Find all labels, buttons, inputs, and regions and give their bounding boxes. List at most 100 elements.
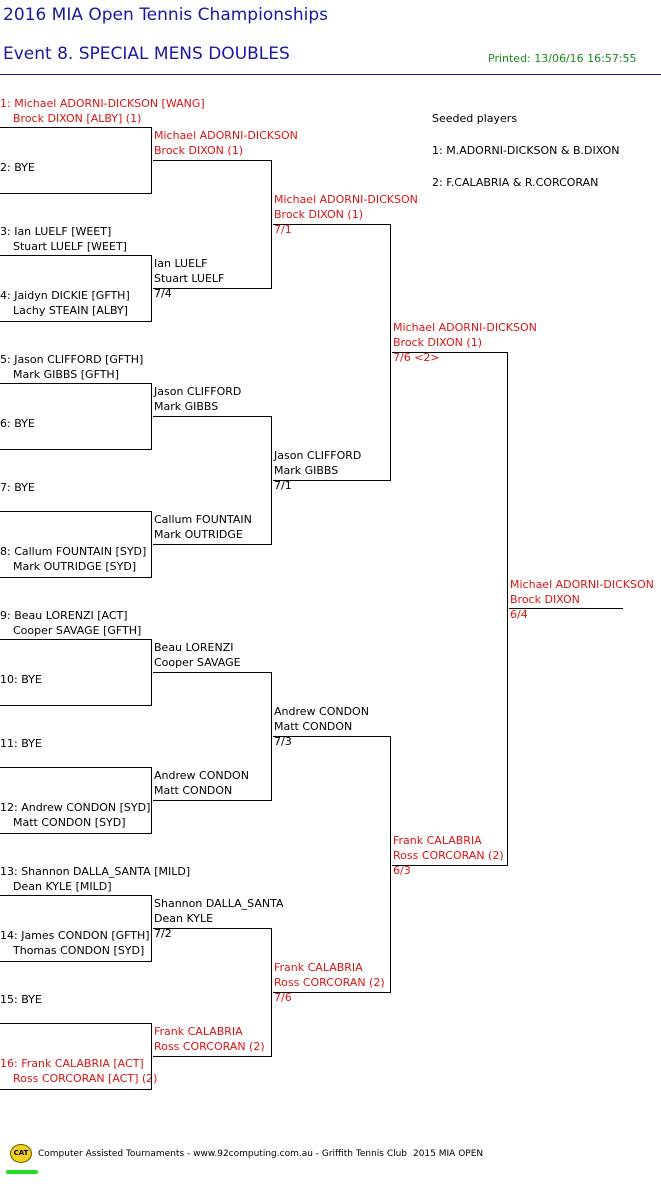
round2-line xyxy=(153,1056,272,1057)
qf-entry-partner: Mark GIBBS xyxy=(274,464,339,477)
round1-entry-name: 6: BYE xyxy=(0,417,35,430)
qf-entry-partner: Matt CONDON xyxy=(274,720,353,733)
qf-score: 7/6 xyxy=(274,991,292,1004)
seeded-heading: Seeded players xyxy=(432,112,518,125)
round1-connector xyxy=(151,639,152,706)
round2-line xyxy=(153,544,272,545)
footer-event: 2015 MIA OPEN xyxy=(413,1149,484,1159)
round1-line xyxy=(0,577,152,578)
round1-line xyxy=(0,961,152,962)
round1-entry-name: 15: BYE xyxy=(0,993,42,1006)
round2-line xyxy=(153,800,272,801)
round1-line xyxy=(0,705,152,706)
round1-entry-partner: Dean KYLE [MILD] xyxy=(13,880,112,893)
sf-score: 6/3 xyxy=(393,864,411,877)
round1-line xyxy=(0,127,152,128)
round2-entry-partner: Mark OUTRIDGE xyxy=(154,528,243,541)
round2-entry-name: Ian LUELF xyxy=(154,257,208,270)
qf-connector xyxy=(390,224,391,481)
qf-entry-name: Frank CALABRIA xyxy=(274,961,363,974)
qf-score: 7/1 xyxy=(274,479,292,492)
round1-connector xyxy=(151,383,152,450)
round1-line xyxy=(0,833,152,834)
round2-entry-name: Shannon DALLA_SANTA xyxy=(154,897,284,910)
round1-line xyxy=(0,321,152,322)
sf-entry-name: Michael ADORNI-DICKSON xyxy=(393,321,537,334)
final-entry-partner: Brock DIXON xyxy=(510,593,580,606)
qf-line xyxy=(273,992,391,993)
round2-entry-partner: Brock DIXON (1) xyxy=(154,144,243,157)
sf-entry-partner: Brock DIXON (1) xyxy=(393,336,482,349)
round2-connector xyxy=(271,416,272,545)
cat-logo-underline xyxy=(6,1170,38,1174)
round1-entry-partner: Stuart LUELF [WEET] xyxy=(13,240,127,253)
round1-connector xyxy=(151,255,152,322)
round2-entry-name: Jason CLIFFORD xyxy=(154,385,242,398)
round2-connector xyxy=(271,672,272,801)
round1-entry-name: 1: Michael ADORNI-DICKSON [WANG] xyxy=(0,97,205,110)
round1-connector xyxy=(151,767,152,834)
round1-connector xyxy=(151,1023,152,1090)
round2-line xyxy=(153,928,272,929)
round1-entry-name: 14: James CONDON [GFTH] xyxy=(0,929,150,942)
qf-entry-name: Jason CLIFFORD xyxy=(274,449,362,462)
final-score: 6/4 xyxy=(510,608,528,621)
round2-line xyxy=(153,288,272,289)
header-rule xyxy=(0,74,661,75)
qf-score: 7/1 xyxy=(274,223,292,236)
round1-connector xyxy=(151,127,152,194)
round1-line xyxy=(0,1023,152,1024)
final-entry-name: Michael ADORNI-DICKSON xyxy=(510,578,654,591)
round1-entry-partner: Ross CORCORAN [ACT] (2) xyxy=(13,1072,158,1085)
round1-line xyxy=(0,639,152,640)
round1-entry-name: 13: Shannon DALLA_SANTA [MILD] xyxy=(0,865,191,878)
round2-entry-partner: Stuart LUELF xyxy=(154,272,225,285)
printed-timestamp: Printed: 13/06/16 16:57:55 xyxy=(488,52,637,65)
seed-entry-1: 1: M.ADORNI-DICKSON & B.DIXON xyxy=(432,144,620,157)
round1-line xyxy=(0,449,152,450)
qf-connector xyxy=(390,736,391,993)
round2-entry-name: Michael ADORNI-DICKSON xyxy=(154,129,298,142)
round1-entry-name: 11: BYE xyxy=(0,737,42,750)
round2-entry-partner: Matt CONDON xyxy=(154,784,233,797)
round1-entry-name: 16: Frank CALABRIA [ACT] xyxy=(0,1057,144,1070)
round1-line xyxy=(0,767,152,768)
round1-entry-partner: Cooper SAVAGE [GFTH] xyxy=(13,624,142,637)
sf-entry-name: Frank CALABRIA xyxy=(393,834,482,847)
round2-score: 7/2 xyxy=(154,927,172,940)
round2-entry-name: Beau LORENZI xyxy=(154,641,234,654)
round2-entry-partner: Ross CORCORAN (2) xyxy=(154,1040,265,1053)
round1-entry-partner: Brock DIXON [ALBY] (1) xyxy=(13,112,142,125)
event-title: Event 8. SPECIAL MENS DOUBLES xyxy=(3,44,290,64)
seed-entry-2: 2: F.CALABRIA & R.CORCORAN xyxy=(432,176,599,189)
round1-entry-name: 10: BYE xyxy=(0,673,42,686)
round1-entry-name: 3: Ian LUELF [WEET] xyxy=(0,225,112,238)
qf-score: 7/3 xyxy=(274,735,292,748)
round1-entry-name: 5: Jason CLIFFORD [GFTH] xyxy=(0,353,144,366)
round2-connector xyxy=(271,928,272,1057)
round1-connector xyxy=(151,511,152,578)
round1-line xyxy=(0,383,152,384)
round2-entry-partner: Mark GIBBS xyxy=(154,400,219,413)
round2-line xyxy=(153,160,272,161)
round2-entry-partner: Cooper SAVAGE xyxy=(154,656,241,669)
final-line xyxy=(509,608,623,609)
sf-connector xyxy=(507,352,508,866)
cat-logo: CAT xyxy=(10,1144,32,1163)
round2-connector xyxy=(271,160,272,289)
sf-score: 7/6 <2> xyxy=(393,351,440,364)
round1-line xyxy=(0,1089,152,1090)
round1-entry-name: 2: BYE xyxy=(0,161,35,174)
round2-line xyxy=(153,672,272,673)
sf-line xyxy=(392,352,508,353)
round1-entry-name: 7: BYE xyxy=(0,481,35,494)
round1-line xyxy=(0,255,152,256)
round1-line xyxy=(0,193,152,194)
round1-connector xyxy=(151,895,152,962)
round1-entry-name: 4: Jaidyn DICKIE [GFTH] xyxy=(0,289,130,302)
round1-entry-partner: Matt CONDON [SYD] xyxy=(13,816,126,829)
qf-entry-name: Andrew CONDON xyxy=(274,705,369,718)
round1-entry-partner: Lachy STEAIN [ALBY] xyxy=(13,304,128,317)
qf-entry-partner: Brock DIXON (1) xyxy=(274,208,363,221)
round1-entry-name: 12: Andrew CONDON [SYD] xyxy=(0,801,151,814)
